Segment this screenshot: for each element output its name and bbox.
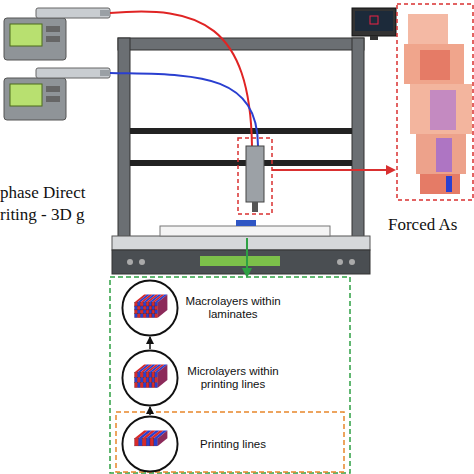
layer-circle: Macrolayers within laminates <box>121 279 179 337</box>
red-feed-tube <box>110 11 252 146</box>
nozzle <box>252 202 258 212</box>
caption-text: phase Direct riting - 3D g <box>0 182 100 226</box>
syringe-pump <box>4 68 110 120</box>
zoom-arrowhead <box>386 165 396 175</box>
hierarchy-arrow <box>149 337 151 349</box>
layer-cube-icon <box>121 415 179 473</box>
print-head <box>246 146 264 202</box>
zoom-arrow <box>272 169 388 171</box>
layer-label: Microlayers within printing lines <box>185 365 281 391</box>
hierarchy-frame <box>110 277 350 473</box>
layer-circle: Microlayers within printing lines <box>121 349 179 407</box>
monitor <box>352 8 396 40</box>
hierarchy-arrow <box>149 407 151 415</box>
layer-label: Macrolayers within laminates <box>185 295 281 321</box>
highlight-frame <box>116 412 344 472</box>
blue-feed-tube <box>110 73 258 146</box>
layer-circle: Printing lines <box>121 415 179 473</box>
caption-text: Forced As <box>388 214 474 236</box>
syringe-pump <box>4 8 110 60</box>
layer-label: Printing lines <box>185 438 281 451</box>
layer-cube-icon <box>121 349 179 407</box>
nozzle-detail <box>397 4 473 200</box>
layer-cube-icon <box>121 279 179 337</box>
zoom-arrow <box>246 238 248 270</box>
zoom-box <box>238 138 272 214</box>
